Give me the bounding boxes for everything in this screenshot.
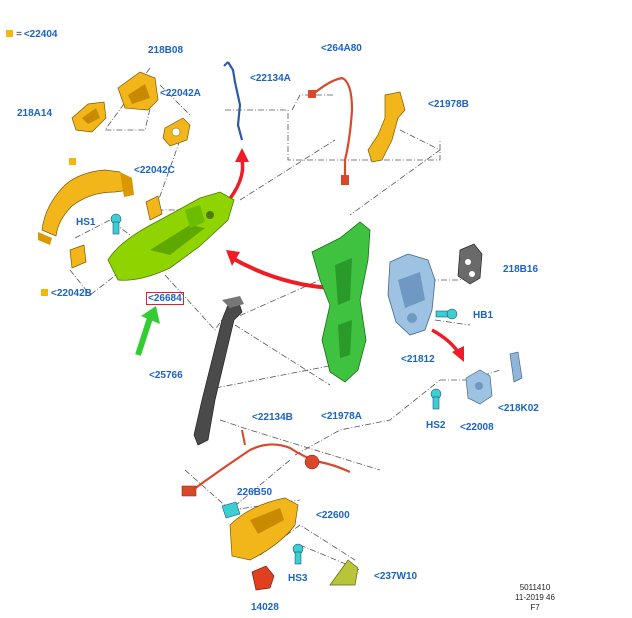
label-22008[interactable]: <22008 [460,422,494,433]
label-HS2[interactable]: HS2 [426,420,446,431]
part-218A14 [71,101,107,133]
label-22042B[interactable]: <22042B [51,288,92,299]
label-218A14[interactable]: 218A14 [17,108,53,119]
part-22134A [223,61,244,141]
part-22042C [145,195,163,221]
red-arrow-up [223,148,249,207]
highlight-square-icon [41,289,48,296]
red-arrow-left [226,250,333,290]
part-218K02 [509,351,523,383]
label-264A80[interactable]: <264A80 [321,43,362,54]
label-14028[interactable]: 14028 [251,602,279,613]
red-arrow-right [431,328,464,362]
label-226B50[interactable]: 226B50 [237,487,273,498]
label-26684[interactable]: <26684 [146,292,184,305]
label-22134A[interactable]: <22134A [250,73,291,84]
label-21812[interactable]: <21812 [401,354,435,365]
label-25766[interactable]: <25766 [149,370,183,381]
legend-square-icon [6,30,13,37]
part-14028 [251,565,275,591]
label-HS1[interactable]: HS1 [76,217,96,228]
part-264A80 [308,76,354,185]
label-22042C[interactable]: <22042C [134,165,175,176]
part-22008 [465,369,493,405]
label-237W10[interactable]: <237W10 [374,571,418,582]
leader-lines [69,67,501,571]
part-21978B [367,91,406,163]
part-HS1-screw [110,213,122,235]
label-22134B[interactable]: <22134B [252,412,293,423]
label-21978A[interactable]: <21978A [321,411,362,422]
green-arrow [135,306,160,356]
label-HS3[interactable]: HS3 [288,573,308,584]
legend-eq: = [16,29,22,40]
footer-line-2: 11-2019 46 [515,593,555,602]
legend: =<22404 [6,29,58,40]
part-22600 [229,497,299,561]
part-218B08 [117,71,159,111]
part-22042B [69,244,87,269]
label-22600[interactable]: <22600 [316,510,350,521]
part-26684 [107,191,235,281]
part-22134B [181,429,351,497]
part-218B16 [457,243,483,285]
label-HB1[interactable]: HB1 [473,310,494,321]
part-HS2-screw [430,388,442,410]
label-22042A[interactable]: <22042A [160,88,201,99]
footer-line-1: 5011410 [519,583,551,592]
label-218B16[interactable]: 218B16 [503,264,539,275]
part-237W10 [329,559,359,586]
part-21978A [311,221,371,383]
part-HS3-screw [292,543,304,565]
label-21978B[interactable]: <21978B [428,99,469,110]
highlight-square-icon [69,158,76,165]
legend-code[interactable]: <22404 [23,29,58,40]
label-218K02[interactable]: <218K02 [498,403,539,414]
diagram-footer: 5011410 11-2019 46 F7 [510,583,560,613]
part-22042A [162,117,191,147]
label-218B08[interactable]: 218B08 [148,45,184,56]
part-21812 [387,253,436,336]
part-226B50 [221,501,241,519]
footer-line-3: F7 [530,603,540,612]
part-outer-handle [38,169,134,245]
part-25766 [193,296,244,446]
part-HB1-bolt [435,308,458,320]
